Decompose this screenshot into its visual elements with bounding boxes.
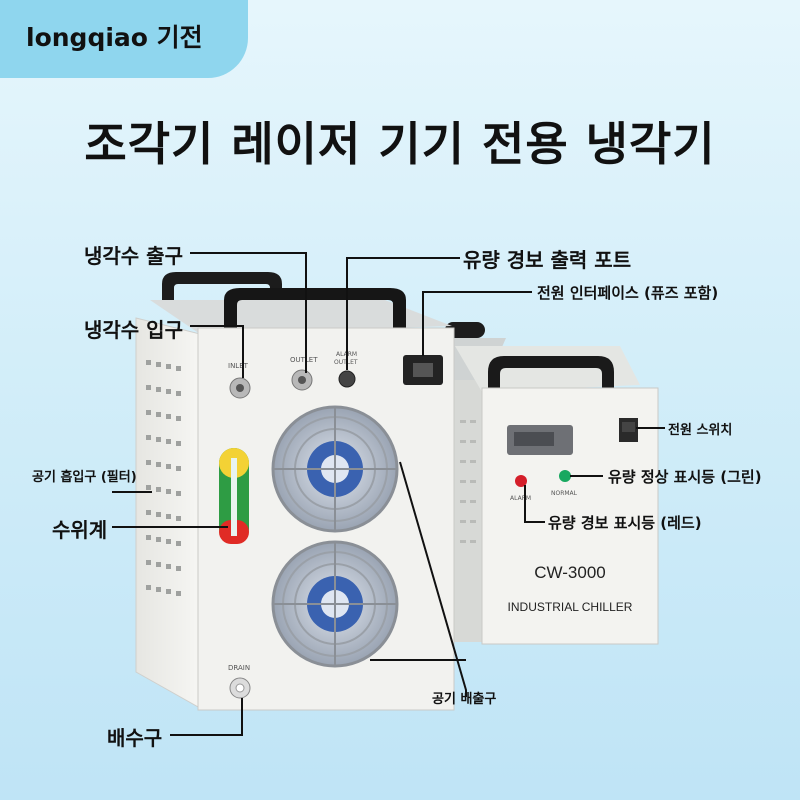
normal-lamp [559, 470, 571, 482]
line-coolant-outlet [190, 252, 307, 373]
page-title: 조각기 레이저 기기 전용 냉각기 [84, 117, 716, 171]
brand-badge: longqiao 기전 [0, 0, 248, 78]
label-drain: 배수구 [107, 726, 163, 750]
power-switch-rocker [622, 422, 635, 432]
brand-name: longqiao 기전 [26, 23, 203, 52]
label-flow-normal: 유량 정상 표시등 (그린) [608, 468, 762, 486]
line-power-interface [422, 291, 532, 356]
label-air-intake: 공기 흡입구 (필터) [32, 470, 137, 485]
label-coolant-outlet: 냉각수 출구 [84, 244, 183, 268]
large-side-vents [146, 360, 181, 596]
display-digits [514, 432, 554, 446]
water-gauge-tube [231, 458, 237, 536]
alarm-port [338, 370, 356, 388]
label-power-interface: 전원 인터페이스 (퓨즈 포함) [537, 284, 719, 302]
inlet-connector-core [236, 384, 244, 392]
line-flow-alarm-port [346, 257, 460, 370]
large-handle [224, 288, 406, 334]
line-coolant-inlet [190, 325, 244, 378]
line-drain [170, 698, 243, 736]
callout-lines [112, 252, 665, 736]
label-flow-alarm-port: 유량 경보 출력 포트 [463, 248, 632, 272]
power-socket [413, 363, 433, 377]
alarm-outlet-text-2: OUTLET [334, 359, 358, 366]
inlet-text: INLET [228, 362, 249, 370]
industrial-chiller-text: INDUSTRIAL CHILLER [508, 600, 633, 614]
label-water-gauge: 수위계 [52, 518, 108, 542]
large-chiller [135, 272, 455, 711]
small-handle [488, 356, 614, 392]
small-side-panel [452, 380, 485, 642]
model-text: CW-3000 [534, 563, 606, 582]
fan-top [271, 405, 399, 533]
small-handle-back [445, 322, 485, 338]
alarm-text: ALARM [510, 495, 531, 502]
small-side-vents [460, 420, 476, 543]
line-air-exhaust-1 [399, 461, 467, 697]
outlet-connector-core [298, 376, 306, 384]
label-flow-alarm: 유량 경보 표시등 (레드) [548, 514, 702, 532]
label-coolant-inlet: 냉각수 입구 [84, 318, 183, 342]
drain-text: DRAIN [228, 664, 250, 672]
alarm-lamp [515, 475, 527, 487]
large-handle-back [162, 272, 282, 306]
drain-connector-core [235, 683, 245, 693]
outlet-text: OUTLET [290, 356, 318, 364]
label-power-switch: 전원 스위치 [668, 423, 733, 438]
fan-bottom [271, 540, 399, 668]
small-chiller [445, 322, 659, 645]
large-side-panel [135, 317, 201, 709]
normal-text: NORMAL [551, 490, 578, 497]
label-air-exhaust: 공기 배출구 [432, 692, 497, 707]
line-flow-alarm [524, 485, 545, 523]
